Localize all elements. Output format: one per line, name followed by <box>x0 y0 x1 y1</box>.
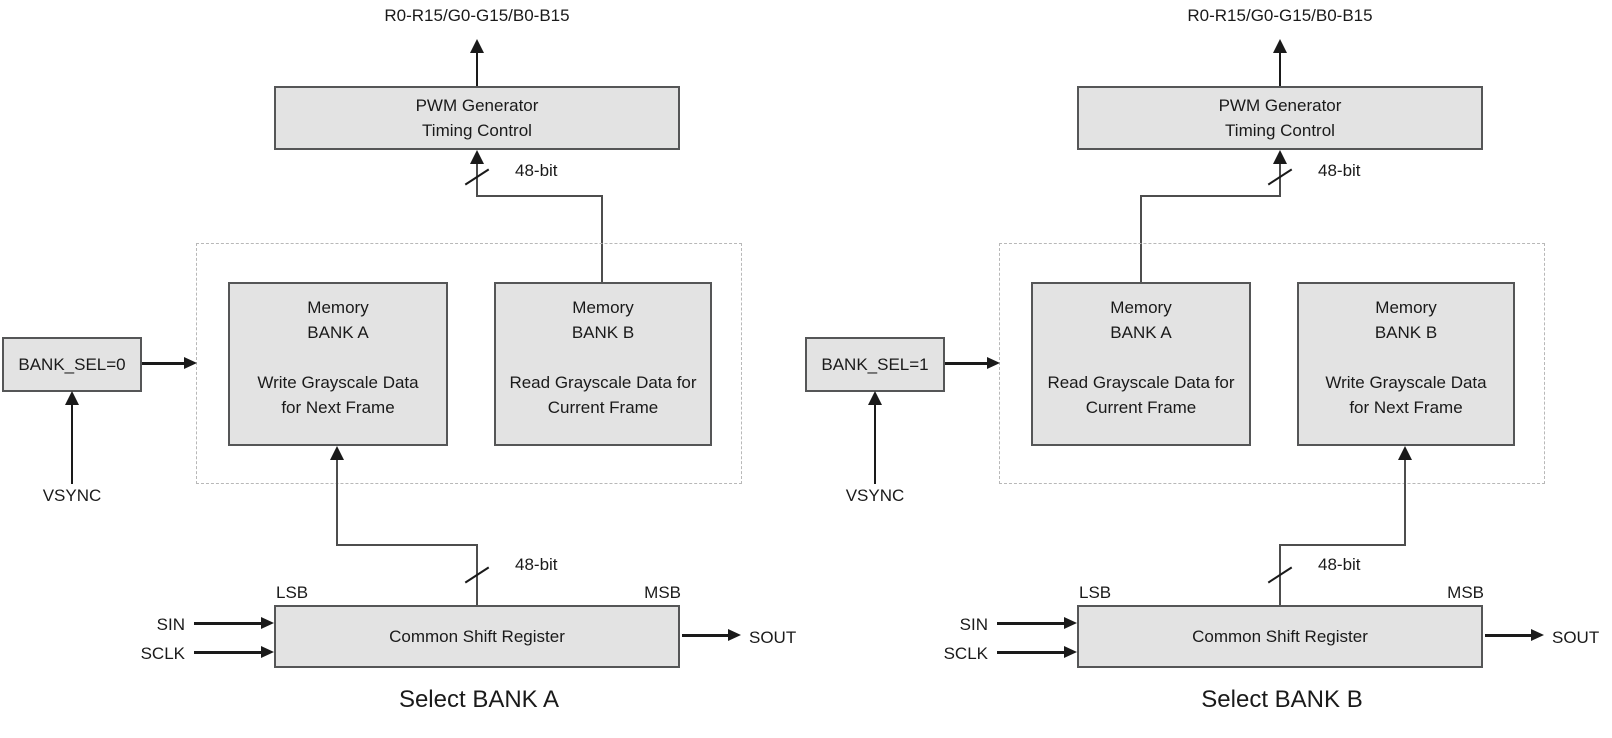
bank-a-role-line2: Current Frame <box>1085 398 1197 417</box>
sin-label: SIN <box>959 615 988 634</box>
bank-a-role-line2: for Next Frame <box>281 398 395 417</box>
bank-a-role-line1: Read Grayscale Data for <box>1047 373 1235 392</box>
arrow-up-icon <box>470 39 484 53</box>
vsync-label: VSYNC <box>845 486 905 505</box>
bank-a-label: BANK A <box>307 323 369 342</box>
bank-a-label: BANK A <box>1110 323 1172 342</box>
arrow-right-icon <box>184 357 197 369</box>
sout-label: SOUT <box>749 628 797 647</box>
arrow-up-icon <box>330 446 344 460</box>
bank-b-role-line2: Current Frame <box>547 398 659 417</box>
bus-width-label-top: 48-bit <box>515 161 558 180</box>
arrow-up-icon <box>1273 150 1287 164</box>
bus-line-horizontal-bottom <box>1279 544 1406 546</box>
arrow-up-icon <box>868 391 882 405</box>
pwm-generator-box: PWM Generator Timing Control <box>1077 86 1483 150</box>
output-pins-label: R0-R15/G0-G15/B0-B15 <box>1187 6 1373 25</box>
bank-sel-box: BANK_SEL=1 <box>805 337 945 392</box>
arrow-up-icon <box>470 150 484 164</box>
msb-label: MSB <box>644 583 681 602</box>
bus-line-from-bank <box>601 196 603 282</box>
bus-line-to-bank <box>336 459 338 546</box>
bank-b-role-line1: Write Grayscale Data <box>1325 373 1487 392</box>
memory-bank-a-box: Memory BANK A Read Grayscale Data for Cu… <box>1031 282 1251 446</box>
arrow-up-icon <box>1273 39 1287 53</box>
bank-b-label: BANK B <box>571 323 635 342</box>
memory-label: Memory <box>1375 298 1437 317</box>
sclk-label: SCLK <box>943 644 988 663</box>
memory-label: Memory <box>572 298 634 317</box>
sclk-label: SCLK <box>140 644 185 663</box>
pwm-generator-label: PWM Generator <box>1218 96 1342 115</box>
arrow-up-icon <box>1398 446 1412 460</box>
shift-register-box: Common Shift Register <box>1077 605 1483 668</box>
bus-line-to-pwm <box>476 162 478 196</box>
bank-b-role-line2: for Next Frame <box>1349 398 1463 417</box>
timing-control-label: Timing Control <box>1225 121 1335 140</box>
sin-arrow-line <box>194 622 262 625</box>
sin-label: SIN <box>156 615 185 634</box>
bus-line-to-pwm <box>1279 162 1281 196</box>
memory-bank-b-box: Memory BANK B Write Grayscale Data for N… <box>1297 282 1515 446</box>
bus-line-horizontal-top <box>476 195 603 197</box>
bank-sel-box: BANK_SEL=0 <box>2 337 142 392</box>
sin-arrow-line <box>997 622 1065 625</box>
bus-line-horizontal-top <box>1140 195 1281 197</box>
bus-width-label-bottom: 48-bit <box>515 555 558 574</box>
pwm-generator-label: PWM Generator <box>415 96 539 115</box>
arrow-right-icon <box>987 357 1000 369</box>
arrow-right-icon <box>1064 646 1077 658</box>
pwm-generator-box: PWM Generator Timing Control <box>274 86 680 150</box>
arrow-right-icon <box>728 629 741 641</box>
sclk-arrow-line <box>194 651 262 654</box>
diagram-caption: Select BANK B <box>1201 686 1363 713</box>
arrow-right-icon <box>1064 617 1077 629</box>
diagram-select-bank-a: R0-R15/G0-G15/B0-B15 PWM Generator Timin… <box>2 6 797 713</box>
sout-arrow-line <box>682 634 729 637</box>
diagram-select-bank-b: R0-R15/G0-G15/B0-B15 PWM Generator Timin… <box>803 0 1612 738</box>
lsb-label: LSB <box>1079 583 1112 602</box>
memory-bank-b-box: Memory BANK B Read Grayscale Data for Cu… <box>494 282 712 446</box>
arrow-right-icon <box>1531 629 1544 641</box>
bus-line-horizontal-bottom <box>336 544 478 546</box>
bank-sel-arrow-line <box>945 362 989 365</box>
msb-label: MSB <box>1447 583 1484 602</box>
lsb-label: LSB <box>276 583 309 602</box>
vsync-arrow-line <box>874 403 876 484</box>
bank-sel-arrow-line <box>142 362 186 365</box>
bank-a-role-line1: Write Grayscale Data <box>257 373 419 392</box>
sout-arrow-line <box>1485 634 1532 637</box>
bus-line-to-bank <box>1404 459 1406 546</box>
vsync-arrow-line <box>71 403 73 484</box>
arrow-up-icon <box>65 391 79 405</box>
bank-b-label: BANK B <box>1374 323 1438 342</box>
diagram-caption: Select BANK A <box>398 686 560 713</box>
bus-line-from-bank <box>1140 196 1142 282</box>
bus-width-label-bottom: 48-bit <box>1318 555 1361 574</box>
vsync-label: VSYNC <box>42 486 102 505</box>
timing-control-label: Timing Control <box>422 121 532 140</box>
bank-b-role-line1: Read Grayscale Data for <box>509 373 697 392</box>
output-arrow-line <box>476 52 478 86</box>
output-arrow-line <box>1279 52 1281 86</box>
output-pins-label: R0-R15/G0-G15/B0-B15 <box>384 6 570 25</box>
shift-register-box: Common Shift Register <box>274 605 680 668</box>
memory-label: Memory <box>1110 298 1172 317</box>
memory-label: Memory <box>307 298 369 317</box>
arrow-right-icon <box>261 646 274 658</box>
bus-width-label-top: 48-bit <box>1318 161 1361 180</box>
memory-bank-a-box: Memory BANK A Write Grayscale Data for N… <box>228 282 448 446</box>
sclk-arrow-line <box>997 651 1065 654</box>
arrow-right-icon <box>261 617 274 629</box>
sout-label: SOUT <box>1552 628 1600 647</box>
